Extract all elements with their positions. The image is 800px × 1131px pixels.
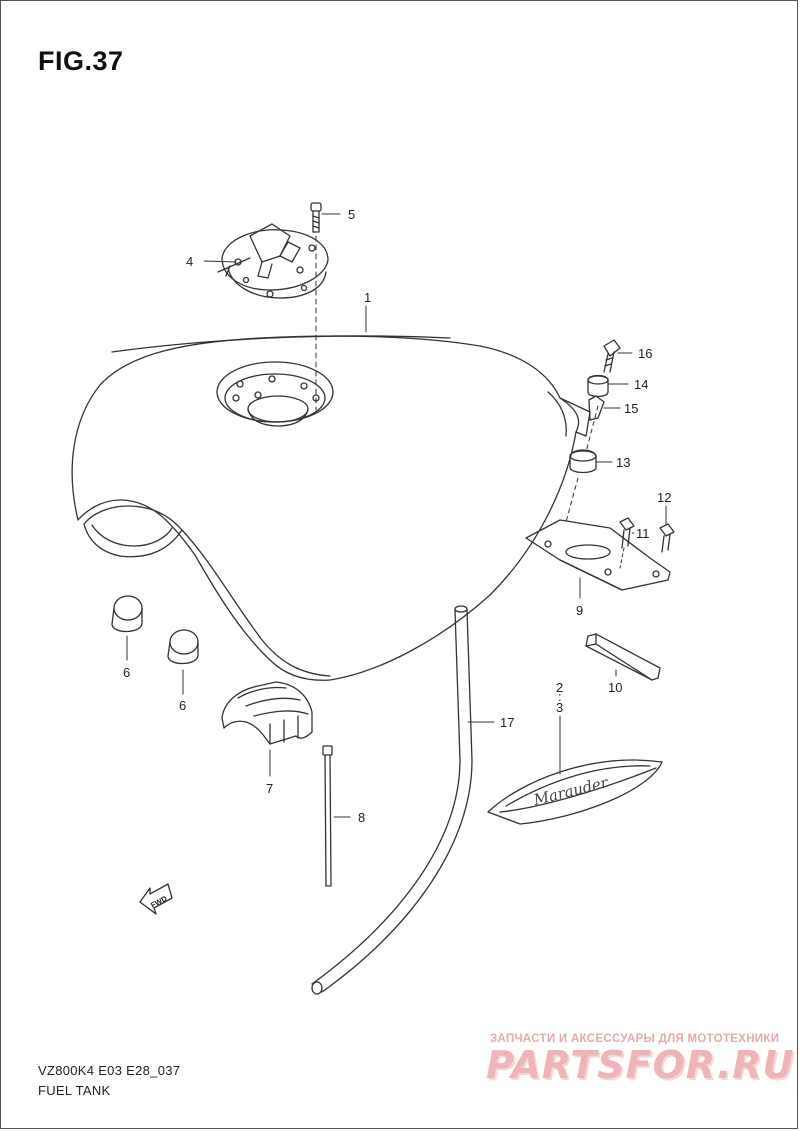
tie-strap-part-8[interactable] — [322, 745, 333, 887]
callout-4: 4 — [186, 254, 193, 269]
callout-10: 10 — [608, 680, 622, 695]
bolt-part-11[interactable] — [619, 517, 635, 549]
callout-6a: 6 — [123, 665, 130, 680]
callout-12: 12 — [657, 490, 671, 505]
callout-5: 5 — [348, 207, 355, 222]
section-title: FUEL TANK — [38, 1083, 111, 1098]
callout-15: 15 — [624, 401, 638, 416]
forward-arrow-icon: FWD — [139, 883, 173, 915]
watermark-subtitle: ЗАПЧАСТИ И АКСЕССУАРЫ ДЛЯ МОТОТЕХНИКИ — [490, 1033, 780, 1045]
callout-14: 14 — [634, 377, 648, 392]
callout-17: 17 — [500, 715, 514, 730]
callout-9: 9 — [576, 603, 583, 618]
cushion-part-7[interactable] — [221, 681, 313, 745]
figure-title: FIG.37 — [38, 46, 124, 76]
model-code: VZ800K4 E03 E28_037 — [38, 1063, 181, 1078]
watermark-logo: PARTSFOR.RU — [486, 1043, 795, 1087]
rubber-cap-part-6a[interactable] — [111, 595, 143, 633]
callout-16: 16 — [638, 346, 652, 361]
callout-11: 11 — [636, 526, 650, 541]
fuel-cap-part[interactable] — [217, 223, 329, 299]
callout-1: 1 — [364, 290, 371, 305]
callout-7: 7 — [266, 781, 273, 796]
callout-13: 13 — [616, 455, 630, 470]
cushion-part-13[interactable] — [569, 449, 597, 474]
bracket-part-9[interactable] — [525, 519, 671, 591]
leader-lines — [126, 213, 667, 818]
hose-part-17[interactable] — [311, 605, 473, 995]
bolt-part-5[interactable] — [310, 202, 322, 233]
tank-emblem-part-2-3[interactable]: Marauder — [487, 759, 663, 825]
bolt-part-16[interactable] — [603, 339, 621, 373]
bolt-part-12[interactable] — [659, 523, 675, 553]
rubber-cap-part-6b[interactable] — [167, 629, 199, 665]
callout-8: 8 — [358, 810, 365, 825]
callout-3: 3 — [556, 700, 563, 715]
callout-numbers: 1 4 5 16 14 15 13 12 11 9 10 6 6 7 8 17 … — [123, 207, 671, 825]
svg-text::: : — [558, 689, 562, 704]
cushion-part-14[interactable] — [587, 374, 609, 398]
callout-6b: 6 — [179, 698, 186, 713]
fuel-tank-part[interactable] — [71, 335, 591, 681]
callout-2: 2 — [556, 680, 563, 695]
cushion-strip-part-10[interactable] — [585, 633, 661, 681]
spacer-part-15[interactable] — [588, 395, 605, 421]
